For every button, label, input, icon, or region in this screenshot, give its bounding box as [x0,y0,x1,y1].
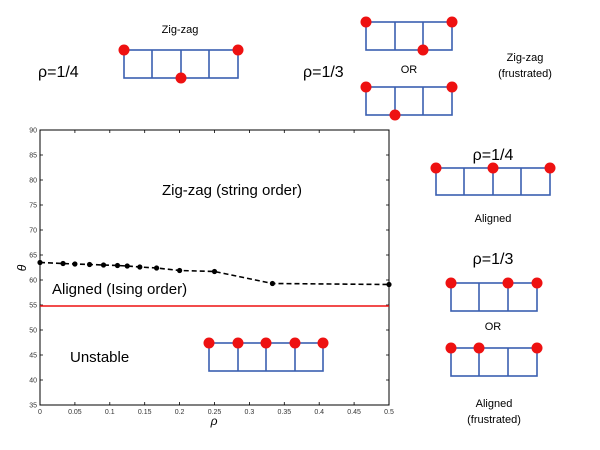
plot-frame [39,129,390,406]
ladder-zigzag-third-b [365,86,453,116]
data-point [386,281,392,288]
ladder-zigzag-third-a [365,21,453,51]
data-point [86,261,93,268]
x-tick-label: 0.05 [68,409,82,416]
series-layer [37,259,392,307]
ladder-aligned-third-b [450,347,538,377]
region-aligned-label: Aligned (Ising order) [52,281,187,298]
x-tick-label: 0.1 [105,409,115,416]
x-tick-label: 0.4 [314,409,324,416]
y-tick-label: 60 [29,278,37,285]
zigzag-quarter-caption: Zig-zag [162,24,199,36]
rho-quarter-aligned-label: ρ=1/4 [473,147,514,164]
data-point [60,260,66,267]
particle-dot [473,342,485,354]
particle-dot [289,337,301,349]
y-tick-label: 75 [29,203,37,210]
particle-dot [445,277,457,289]
y-tick-label: 85 [29,153,37,160]
data-point [211,268,218,275]
x-tick-label: 0 [38,409,42,416]
data-point [114,262,121,269]
y-tick-label: 90 [29,128,37,135]
particle-dot [544,162,556,174]
aligned-frustrated-caption-2: (frustrated) [467,414,521,426]
particle-dot [317,337,329,349]
data-point [37,259,43,266]
or-label-bottom: OR [485,321,502,333]
rho-third-zigzag-label: ρ=1/3 [303,64,344,81]
x-tick-label: 0.45 [347,409,361,416]
particle-dot [203,337,215,349]
x-tick-label: 0.5 [384,409,394,416]
data-point [269,280,276,287]
rho-quarter-zigzag-label: ρ=1/4 [38,64,79,81]
y-tick-label: 70 [29,228,37,235]
region-unstable-label: Unstable [70,349,129,366]
particle-dot [487,162,499,174]
zigzag-frustrated-caption-2: (frustrated) [498,68,552,80]
x-tick-label: 0.3 [245,409,255,416]
zigzag-frustrated-caption-1: Zig-zag [507,52,544,64]
y-tick-label: 50 [29,328,37,335]
y-tick-label: 55 [29,303,37,310]
data-point [124,263,130,269]
x-axis-label: ρ [210,414,218,428]
particle-dot [389,109,401,121]
data-point [100,262,107,268]
phase-diagram-plot: 0 0.05 0.1 0.15 0.2 0.25 0.3 0.35 0.4 0.45 0.5 35 40… [15,128,394,429]
y-tick-label: 65 [29,253,37,260]
particle-dot [446,16,458,28]
particle-dot [360,16,372,28]
particle-dot [175,72,187,84]
y-tick-label: 45 [29,353,37,360]
particle-dot [232,44,244,56]
particle-dot [118,44,130,56]
rho-third-aligned-label: ρ=1/3 [473,251,514,268]
axis-ticks: 0 0.05 0.1 0.15 0.2 0.25 0.3 0.35 0.4 0.45 0.5 35 40… [29,128,394,417]
y-axis-label: θ [15,264,29,271]
data-point [137,264,143,270]
ladder-aligned-third-a [450,282,538,312]
particle-dot [531,342,543,354]
y-tick-label: 35 [29,403,37,410]
particle-dot [502,277,514,289]
aligned-quarter-caption: Aligned [475,213,512,225]
x-tick-label: 0.15 [138,409,152,416]
data-point [72,261,78,267]
particle-dot [531,277,543,289]
x-tick-label: 0.2 [175,409,185,416]
particle-dot [417,44,429,56]
particle-dot [446,81,458,93]
particle-dot [232,337,244,349]
x-tick-label: 0.35 [277,409,291,416]
y-tick-label: 80 [29,178,37,185]
particle-dot [360,81,372,93]
aligned-frustrated-caption-1: Aligned [476,398,513,410]
particle-dot [445,342,457,354]
y-tick-label: 40 [29,378,37,385]
region-zigzag-label: Zig-zag (string order) [162,182,302,199]
or-label-top: OR [401,64,418,76]
data-point [153,265,160,271]
data-point [177,267,183,274]
particle-dot [260,337,272,349]
particle-dot [430,162,442,174]
x-tick-label: 0.25 [208,409,222,416]
